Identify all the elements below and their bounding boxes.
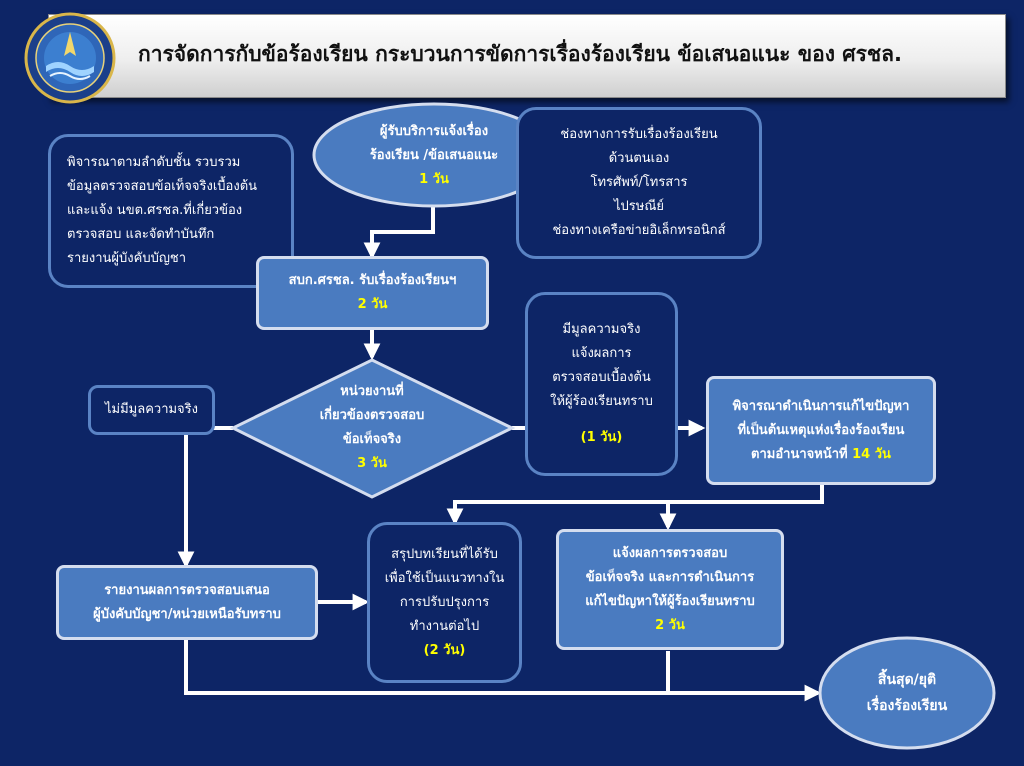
notify-line-3: แก้ไขปัญหาให้ผู้ร้องเรียนทราบ [585, 593, 755, 609]
end-node-shape [818, 636, 996, 750]
resolve-duration: 14 วัน [852, 446, 891, 462]
receive-line-1: สบก.ศรชล. รับเรื่องร้องเรียนฯ [288, 273, 457, 288]
no-fact-label: ไม่มีมูลความจริง [104, 402, 199, 417]
resolve-line-1: พิจารณาดำเนินการแก้ไขปัญหา [732, 398, 910, 414]
page-title: การจัดการกับข้อร้องเรียน กระบวนการขัดการ… [138, 42, 902, 66]
connector-verify-report [177, 426, 233, 569]
start-line-2: ร้องเรียน /ข้อเสนอแนะ [369, 148, 499, 163]
consider-line-3: และแจ้ง นขต.ศรชล.ที่เกี่ยวข้อง [67, 203, 243, 218]
verify-line-3: ข้อเท็จจริง [342, 432, 402, 447]
consider-line-2: ข้อมูลตรวจสอบข้อเท็จจริงเบื้องต้น [67, 179, 258, 194]
has-fact-line-4: ให้ผู้ร้องเรียนทราบ [550, 394, 653, 409]
verify-line-2: เกี่ยวข้องตรวจสอบ [319, 408, 425, 423]
channels-line-1: ช่องทางการรับเรื่องร้องเรียน [560, 127, 718, 142]
notify-line-1: แจ้งผลการตรวจสอบ [612, 545, 728, 561]
resolve-line-3-row: ตามอำนาจหน้าที่ 14 วัน [751, 443, 891, 467]
emblem-logo [24, 12, 116, 104]
has-fact-box: มีมูลความจริง แจ้งผลการ ตรวจสอบเบื้องต้น… [525, 292, 678, 476]
summary-line-2: เพื่อใช้เป็นแนวทางใน [384, 570, 505, 586]
has-fact-line-3: ตรวจสอบเบื้องต้น [552, 370, 651, 385]
resolve-line-2: ที่เป็นต้นเหตุแห่งเรื่องร้องเรียน [737, 422, 905, 438]
has-fact-line-2: แจ้งผลการ [571, 346, 632, 361]
verify-line-1: หน่วยงานที่ [340, 384, 404, 399]
end-line-1: สิ้นสุด/ยุติ [877, 672, 937, 688]
report-line-1: รายงานผลการตรวจสอบเสนอ [104, 582, 270, 598]
connector-resolve-summary [446, 485, 824, 526]
start-line-1: ผู้รับบริการแจ้งเรื่อง [379, 124, 489, 139]
decision-verify-shape [229, 358, 516, 499]
connector-start-receive [363, 205, 435, 260]
channels-line-4: ไปรษณีย์ [613, 199, 665, 214]
end-line-2: เรื่องร้องเรียน [866, 698, 948, 714]
receive-box: สบก.ศรชล. รับเรื่องร้องเรียนฯ 2 วัน [256, 256, 489, 330]
verify-duration: 3 วัน [357, 456, 387, 471]
summary-duration: (2 วัน) [423, 642, 466, 658]
summary-line-1: สรุปบทเรียนที่ได้รับ [391, 546, 498, 562]
summary-line-4: ทำงานต่อไป [409, 618, 480, 634]
verify-decision: หน่วยงานที่ เกี่ยวข้องตรวจสอบ ข้อเท็จจริ… [277, 370, 467, 486]
notify-duration: 2 วัน [655, 617, 685, 633]
summary-box: สรุปบทเรียนที่ได้รับ เพื่อใช้เป็นแนวทางใ… [367, 522, 522, 683]
start-duration: 1 วัน [419, 172, 449, 187]
start-node: ผู้รับบริการแจ้งเรื่อง ร้องเรียน /ข้อเสน… [334, 110, 534, 202]
notify-box: แจ้งผลการตรวจสอบ ข้อเท็จจริง และการดำเนิ… [556, 529, 784, 650]
channels-line-5: ช่องทางเครือข่ายอิเล็กทรอนิกส์ [552, 223, 726, 238]
consider-note-box: พิจารณาตามลำดับชั้น รวบรวม ข้อมูลตรวจสอบ… [48, 134, 294, 288]
consider-line-5: รายงานผู้บังคับบัญชา [67, 251, 187, 266]
channels-line-3: โทรศัพท์/โทรสาร [590, 175, 688, 190]
receive-duration: 2 วัน [357, 297, 388, 312]
has-fact-line-1: มีมูลความจริง [562, 322, 641, 337]
connector-report-end [184, 640, 822, 702]
resolve-line-3: ตามอำนาจหน้าที่ [751, 446, 848, 462]
no-fact-box: ไม่มีมูลความจริง [88, 385, 215, 435]
consider-line-4: ตรวจสอบ และจัดทำบันทึก [67, 227, 215, 242]
summary-line-3: การปรับปรุงการ [399, 594, 490, 610]
report-line-2: ผู้บังคับบัญชา/หน่วยเหนือรับทราบ [93, 606, 281, 622]
resolve-box: พิจารณาดำเนินการแก้ไขปัญหา ที่เป็นต้นเหต… [706, 376, 936, 485]
channels-box: ช่องทางการรับเรื่องร้องเรียน ด้วนตนเอง โ… [516, 107, 762, 259]
channels-line-2: ด้วนตนเอง [608, 151, 670, 166]
end-node: สิ้นสุด/ยุติ เรื่องร้องเรียน [830, 650, 984, 736]
consider-line-1: พิจารณาตามลำดับชั้น รวบรวม [67, 155, 241, 170]
report-box: รายงานผลการตรวจสอบเสนอ ผู้บังคับบัญชา/หน… [56, 565, 318, 640]
title-bar [48, 14, 1006, 98]
has-fact-duration: (1 วัน) [580, 430, 623, 445]
notify-line-2: ข้อเท็จจริง และการดำเนินการ [585, 569, 755, 585]
